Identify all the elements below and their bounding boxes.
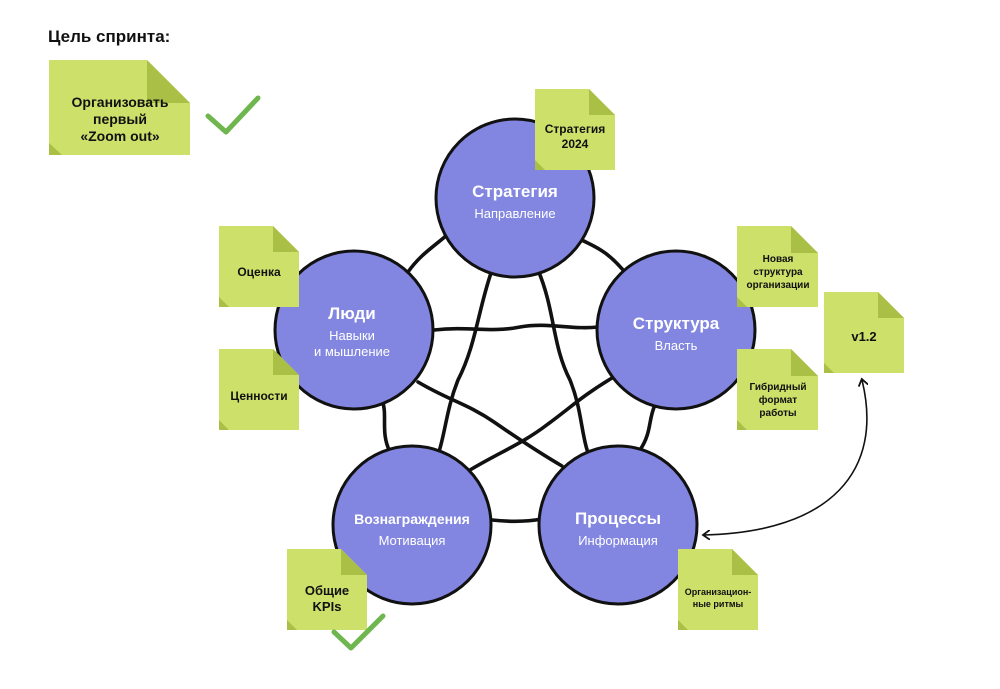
- goal-note-line-3: «Zoom out»: [80, 128, 160, 144]
- edge-strategy-people: [406, 233, 449, 274]
- goal-note-line-2: первый: [93, 111, 147, 127]
- note-strategy-2024: Стратегия 2024: [535, 89, 615, 170]
- note-new-structure-line-3: организации: [747, 280, 810, 291]
- circle-strategy-subtitle: Направление: [474, 206, 555, 221]
- note-strategy-2024-line-2: 2024: [562, 137, 589, 151]
- note-version: v1.2: [824, 292, 904, 373]
- circle-processes-title: Процессы: [575, 509, 661, 528]
- note-version-text: v1.2: [851, 329, 876, 344]
- note-new-structure-line-2: структура: [753, 267, 803, 278]
- note-values: Ценности: [219, 349, 299, 430]
- circle-people-subtitle-2: и мышление: [314, 344, 390, 359]
- circle-people-subtitle-1: Навыки: [329, 328, 375, 343]
- circle-strategy-title: Стратегия: [472, 182, 558, 201]
- diag-strategy-rewards: [430, 268, 494, 472]
- circle-structure: Структура Власть: [595, 249, 757, 411]
- edge-rewards-processes: [490, 517, 544, 524]
- note-evaluation-text: Оценка: [237, 265, 281, 279]
- note-common-kpis-line-2: KPIs: [313, 599, 342, 614]
- circle-structure-subtitle: Власть: [655, 338, 698, 353]
- circle-people: Люди Навыки и мышление: [273, 249, 435, 411]
- circle-rewards-title: Вознаграждения: [354, 511, 470, 527]
- circle-rewards-subtitle: Мотивация: [379, 533, 446, 548]
- check-icon: [331, 613, 386, 651]
- note-evaluation: Оценка: [219, 226, 299, 307]
- note-common-kpis: Общие KPIs: [287, 549, 367, 630]
- circle-structure-title: Структура: [633, 314, 720, 333]
- note-org-rhythms-line-1: Организацион-: [685, 587, 752, 597]
- diag-structure-rewards: [468, 376, 614, 472]
- note-hybrid-format: Гибридный формат работы: [737, 349, 818, 430]
- double-arrow: [704, 380, 867, 535]
- diag-people-processes: [416, 380, 564, 468]
- note-common-kpis-line-1: Общие: [305, 583, 349, 598]
- note-org-rhythms-line-2: ные ритмы: [693, 599, 744, 609]
- edge-structure-processes: [638, 403, 657, 452]
- circle-processes-subtitle: Информация: [578, 533, 658, 548]
- note-values-text: Ценности: [230, 389, 287, 403]
- note-new-structure-line-1: Новая: [763, 254, 794, 265]
- sprint-goal-heading: Цель спринта:: [48, 27, 170, 46]
- check-icon: [205, 95, 261, 135]
- edge-strategy-structure: [576, 236, 630, 278]
- diag-people-structure: [432, 323, 600, 332]
- circle-rewards: Вознаграждения Мотивация: [331, 444, 493, 606]
- goal-note: Организовать первый «Zoom out»: [49, 60, 190, 155]
- note-hybrid-format-line-2: формат: [759, 394, 798, 406]
- diag-strategy-processes: [536, 268, 596, 470]
- goal-note-line-1: Организовать: [72, 94, 169, 110]
- circle-people-title: Люди: [328, 304, 375, 323]
- note-hybrid-format-line-1: Гибридный: [749, 381, 806, 393]
- edge-people-rewards: [380, 398, 392, 454]
- note-new-structure: Новая структура организации: [737, 226, 818, 307]
- circle-processes: Процессы Информация: [537, 444, 699, 606]
- note-hybrid-format-line-3: работы: [759, 407, 796, 419]
- note-org-rhythms: Организацион- ные ритмы: [678, 549, 758, 630]
- note-strategy-2024-line-1: Стратегия: [545, 122, 605, 136]
